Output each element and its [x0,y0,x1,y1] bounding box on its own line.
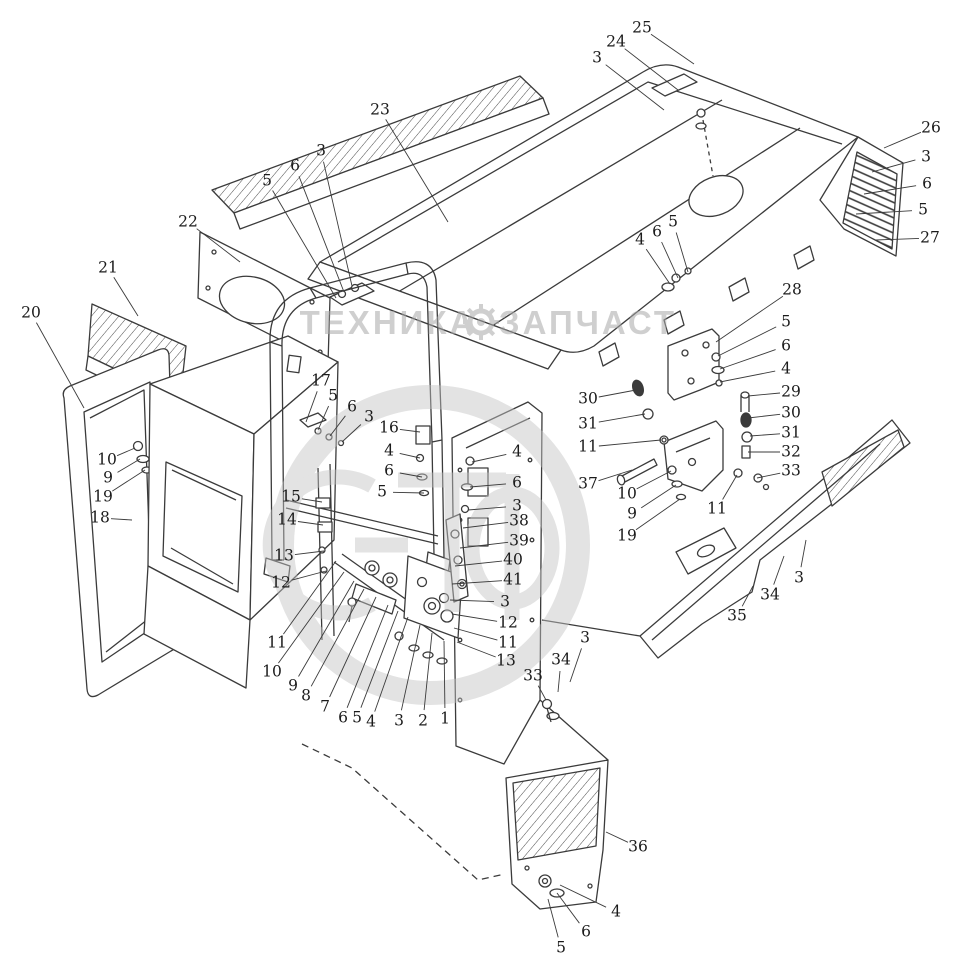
callout-33: 33 [781,461,801,480]
callout-26: 26 [921,118,941,137]
callout-18: 18 [90,508,110,527]
callout-5: 5 [262,171,272,190]
callout-15: 15 [281,487,301,506]
callout-3: 3 [592,48,602,67]
callout-10: 10 [262,662,282,681]
callout-8: 8 [301,686,311,705]
cab-front [144,336,338,688]
callout-3: 3 [794,568,804,587]
callout-23: 23 [370,100,390,119]
callout-4: 4 [781,359,791,378]
callout-6: 6 [652,222,662,241]
hood-assembly [212,65,903,369]
callout-6: 6 [922,174,932,193]
callout-24: 24 [606,32,626,51]
callout-3: 3 [500,592,510,611]
center-panels [452,402,910,764]
callout-21: 21 [98,258,118,277]
callout-3: 3 [512,496,522,515]
callout-1: 1 [440,709,450,728]
hood-louvres [843,152,897,249]
callout-6: 6 [338,708,348,727]
callout-14: 14 [277,510,297,529]
callout-10: 10 [97,450,117,469]
callout-40: 40 [503,550,523,569]
callout-31: 31 [781,423,801,442]
callout-6: 6 [290,156,300,175]
callout-41: 41 [503,570,523,589]
callout-11: 11 [578,437,598,456]
callout-11: 11 [707,499,727,518]
callout-5: 5 [377,482,387,501]
callout-19: 19 [93,487,113,506]
callout-33: 33 [523,666,543,685]
callout-4: 4 [384,441,394,460]
callout-20: 20 [21,303,41,322]
callout-5: 5 [668,212,678,231]
callout-3: 3 [580,628,590,647]
window-opening [163,462,242,592]
callout-3: 3 [394,711,404,730]
callout-30: 30 [578,389,598,408]
callout-31: 31 [578,414,598,433]
callout-4: 4 [611,902,621,921]
callout-25: 25 [632,18,652,37]
callout-30: 30 [781,403,801,422]
callout-11: 11 [498,633,518,652]
callout-32: 32 [781,442,801,461]
callout-5: 5 [918,200,928,219]
callout-6: 6 [347,397,357,416]
callout-12: 12 [498,613,518,632]
callout-6: 6 [781,336,791,355]
callout-4: 4 [512,442,522,461]
callout-16: 16 [379,418,399,437]
callout-17: 17 [311,371,331,390]
callout-35: 35 [727,606,747,625]
callout-34: 34 [760,585,780,604]
callout-5: 5 [556,938,566,957]
callout-3: 3 [316,141,326,160]
callout-39: 39 [509,531,529,550]
cab-skirt [144,566,250,688]
callout-9: 9 [288,676,298,695]
callout-19: 19 [617,526,637,545]
callout-5: 5 [781,312,791,331]
callout-13: 13 [274,546,294,565]
callout-6: 6 [384,461,394,480]
callout-36: 36 [628,837,648,856]
callout-3: 3 [921,147,931,166]
callout-5: 5 [328,386,338,405]
callout-37: 37 [578,474,598,493]
callout-28: 28 [782,280,802,299]
callout-29: 29 [781,382,801,401]
lower-front-panel [302,700,608,910]
callout-10: 10 [617,484,637,503]
callout-38: 38 [509,511,529,530]
callout-3: 3 [364,407,374,426]
windshield-frame [264,262,450,640]
callout-9: 9 [627,504,637,523]
hinge-cluster [334,514,468,664]
callout-7: 7 [320,697,330,716]
callout-9: 9 [103,468,113,487]
callout-12: 12 [271,573,291,592]
callout-4: 4 [635,230,645,249]
callout-2: 2 [418,711,428,730]
callout-22: 22 [178,212,198,231]
callout-6: 6 [581,922,591,941]
hood-hole [683,168,749,224]
callout-11: 11 [267,633,287,652]
callout-6: 6 [512,473,522,492]
callout-5: 5 [352,708,362,727]
callout-13: 13 [496,651,516,670]
callout-4: 4 [366,712,376,731]
callout-27: 27 [920,228,940,247]
callout-34: 34 [551,650,571,669]
